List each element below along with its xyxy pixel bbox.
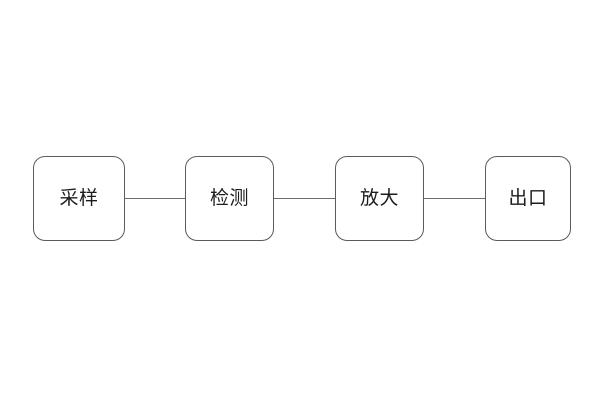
connector-amplification-to-output — [424, 198, 486, 199]
flow-node-sampling[interactable]: 采样 — [33, 156, 125, 241]
connector-detection-to-amplification — [274, 198, 336, 199]
connector-sampling-to-detection — [125, 198, 186, 199]
flow-node-label: 放大 — [359, 187, 399, 209]
flow-node-label: 出口 — [508, 187, 548, 209]
flow-node-label: 采样 — [59, 187, 99, 209]
flow-node-amplification[interactable]: 放大 — [335, 156, 424, 241]
flow-node-detection[interactable]: 检测 — [185, 156, 274, 241]
flow-node-label: 检测 — [209, 187, 249, 209]
flow-node-output[interactable]: 出口 — [485, 156, 571, 241]
